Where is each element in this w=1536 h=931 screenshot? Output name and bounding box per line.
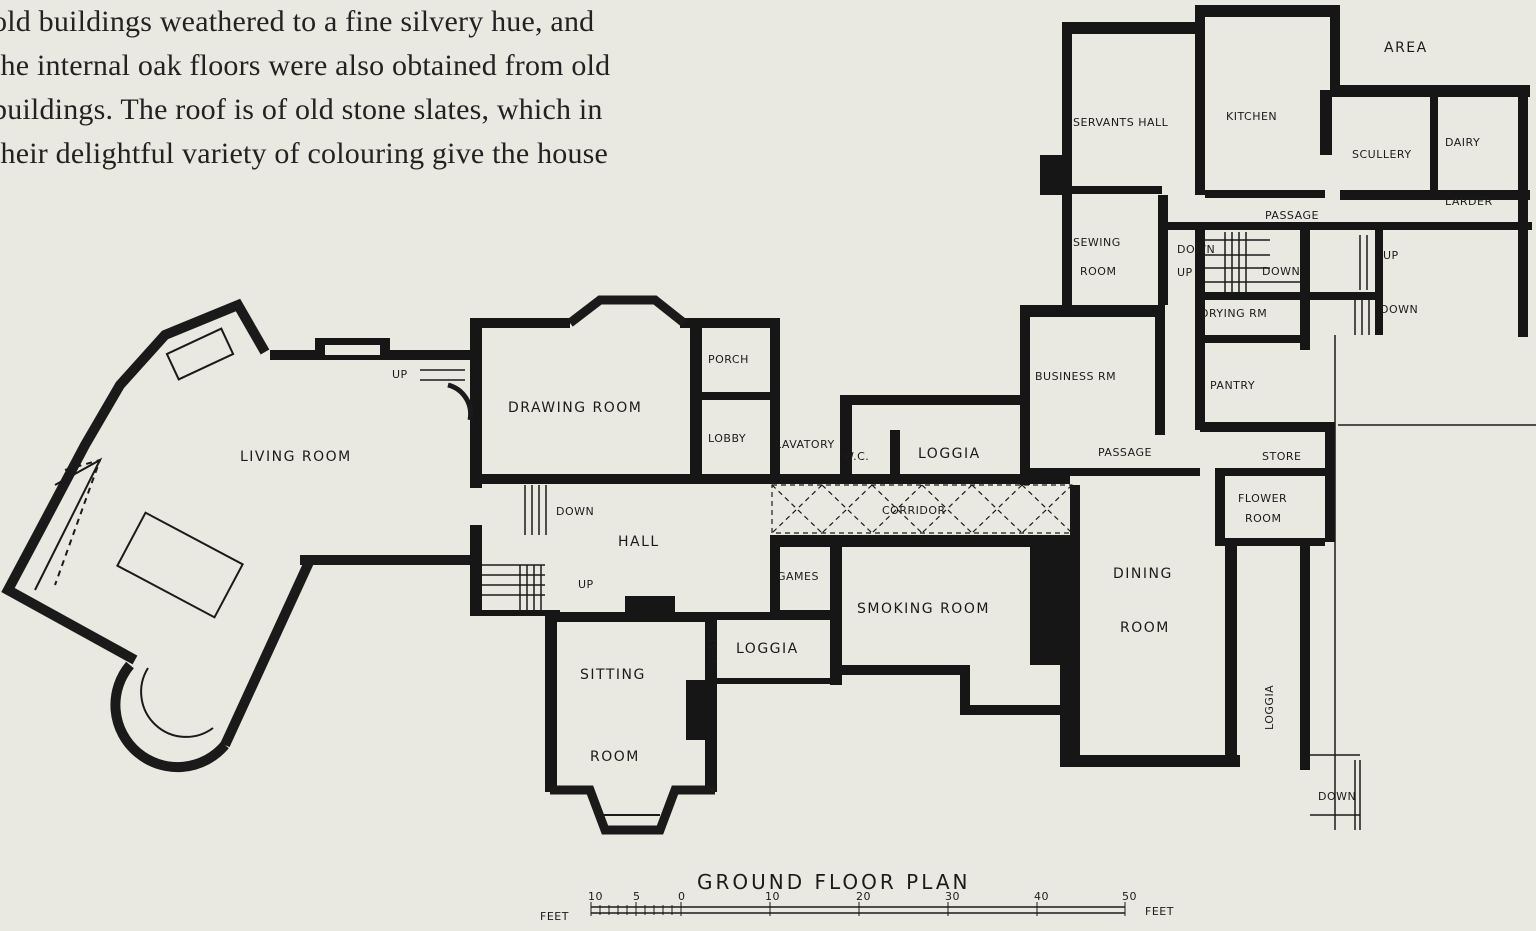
drawing-room-label: DRAWING ROOM xyxy=(508,400,642,416)
larder-label: LARDER xyxy=(1445,195,1493,208)
scale-tick: 20 xyxy=(856,890,871,903)
text-line: buildings. The roof is of old stone slat… xyxy=(0,93,603,126)
dining-room-label: DINING xyxy=(1113,566,1173,582)
text-line: their delightful variety of colouring gi… xyxy=(0,137,609,170)
down-label: DOWN xyxy=(1262,265,1300,278)
down-label: DOWN xyxy=(1177,243,1215,256)
up-label: UP xyxy=(1383,249,1399,262)
scale-tick: 30 xyxy=(945,890,960,903)
corridor-label: CORRIDOR xyxy=(882,504,946,517)
plan-title: GROUND FLOOR PLAN xyxy=(697,870,970,894)
loggia-right-label: LOGGIA xyxy=(1263,685,1276,730)
drying-room-label: DRYING RM xyxy=(1200,307,1267,320)
dairy-label: DAIRY xyxy=(1445,136,1480,149)
hall-label: HALL xyxy=(618,534,660,550)
scale-unit-left: FEET xyxy=(540,910,569,923)
scale-tick: 5 xyxy=(633,890,641,903)
down-label: DOWN xyxy=(556,505,594,518)
dining-room-label-2: ROOM xyxy=(1120,620,1170,636)
living-room-label: LIVING ROOM xyxy=(240,449,352,465)
up-label: UP xyxy=(578,578,594,591)
scale-tick: 50 xyxy=(1122,890,1137,903)
scale-tick: 0 xyxy=(678,890,686,903)
servants-hall-label: SERVANTS HALL xyxy=(1073,116,1169,129)
up-label: UP xyxy=(1177,266,1193,279)
up-label: UP xyxy=(392,368,408,381)
passage-mid-label: PASSAGE xyxy=(1098,446,1152,459)
store-label: STORE xyxy=(1262,450,1301,463)
lavatory-label: LAVATORY xyxy=(775,438,835,451)
loggia-mid-label: LOGGIA xyxy=(736,641,799,657)
sitting-room-label-2: ROOM xyxy=(590,749,640,765)
passage-top-label: PASSAGE xyxy=(1265,209,1319,222)
flower-room-label-2: ROOM xyxy=(1245,512,1281,525)
body-text: old buildings weathered to a fine silver… xyxy=(0,0,760,176)
text-line: the internal oak floors were also obtain… xyxy=(0,49,611,82)
down-label: DOWN xyxy=(1380,303,1418,316)
smoking-room-label: SMOKING ROOM xyxy=(857,601,990,617)
scullery-label: SCULLERY xyxy=(1352,148,1412,161)
sewing-room-label: SEWING xyxy=(1073,236,1121,249)
seat-label: SEAT xyxy=(707,637,720,666)
pantry-label: PANTRY xyxy=(1210,379,1255,392)
scale-tick: 10 xyxy=(765,890,780,903)
games-label: GAMES xyxy=(777,570,819,583)
kitchen-label: KITCHEN xyxy=(1226,110,1277,123)
sitting-room-label: SITTING xyxy=(580,667,646,683)
scale-unit-right: FEET xyxy=(1145,905,1174,918)
flower-room-label: FLOWER xyxy=(1238,492,1287,505)
business-room-label: BUSINESS RM xyxy=(1035,370,1116,383)
wc-label: W.C. xyxy=(843,450,869,463)
scale-tick: 10 xyxy=(588,890,603,903)
scale-bar: FEET FEET 10 5 0 10 20 30 40 50 xyxy=(540,890,1174,923)
lobby-label: LOBBY xyxy=(708,432,746,445)
scale-tick: 40 xyxy=(1034,890,1049,903)
loggia-upper-label: LOGGIA xyxy=(918,446,981,462)
text-line: old buildings weathered to a fine silver… xyxy=(0,5,595,38)
porch-label: PORCH xyxy=(708,353,749,366)
area-label: AREA xyxy=(1384,40,1428,56)
sewing-room-label-2: ROOM xyxy=(1080,265,1116,278)
down-label: DOWN xyxy=(1318,790,1356,803)
